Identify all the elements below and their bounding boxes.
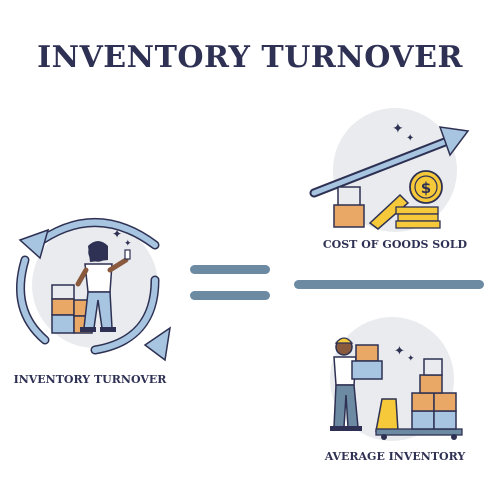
stock-box (337, 186, 361, 208)
stock-box (433, 410, 457, 430)
sparkle-icon: ✦ (124, 239, 132, 249)
stock-box (423, 358, 443, 376)
sparkle-icon: ✦ (394, 344, 405, 359)
stock-box (411, 392, 435, 412)
stock-box (333, 204, 365, 228)
circular-arrow-head-left (18, 228, 50, 260)
stock-box (51, 314, 75, 334)
worker-figure (330, 337, 362, 431)
gold-bar (368, 193, 410, 230)
sparkle-icon: ✦ (112, 227, 122, 241)
equals-sign (190, 265, 270, 300)
circular-arrow-top-fill (32, 219, 158, 248)
sparkle-icon: ✦ (392, 121, 404, 137)
coin-stack (395, 206, 439, 215)
circular-arrow-left-fill (17, 257, 48, 343)
stock-box (419, 374, 443, 394)
stock-box (355, 344, 379, 362)
stock-box (51, 284, 75, 300)
sparkle-icon: ✦ (406, 133, 414, 144)
stock-box (351, 360, 383, 380)
dollar-sign: $ (421, 179, 431, 197)
fraction-bar (294, 280, 484, 289)
sparkle-icon: ✦ (407, 354, 415, 364)
circular-arrow-bottom-fill (92, 277, 158, 353)
page-title: INVENTORY TURNOVER (37, 40, 463, 75)
pallet (375, 428, 463, 436)
coin-stack (395, 220, 441, 229)
person-figure (75, 241, 131, 332)
growth-arrow-head (438, 126, 470, 157)
label-cost-of-goods-sold: COST OF GOODS SOLD (322, 238, 468, 251)
circular-arrow-head-right (143, 326, 172, 362)
label-average-inventory: AVERAGE INVENTORY (324, 450, 466, 463)
stock-box (433, 392, 457, 412)
coin-stack (397, 213, 439, 222)
turnover-illustration: ✦ ✦ (16, 218, 172, 362)
growth-arrow-line-fill (311, 137, 453, 196)
stock-box (411, 410, 435, 430)
cogs-illustration: $ ✦ ✦ (309, 108, 470, 232)
label-inventory-turnover: INVENTORY TURNOVER (13, 373, 167, 386)
average-inventory-illustration: ✦ ✦ (330, 317, 463, 441)
stock-box (51, 298, 75, 316)
